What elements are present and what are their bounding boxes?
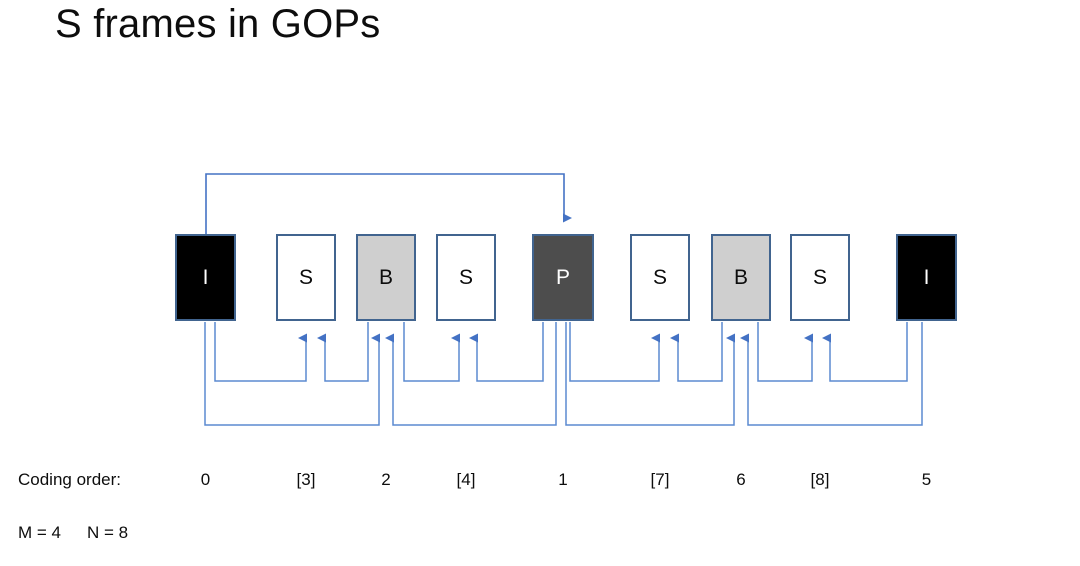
frame-label: P bbox=[555, 266, 570, 289]
arrow-group-forward-prediction bbox=[205, 173, 572, 236]
arrow-b2-to-s1 bbox=[317, 322, 369, 382]
frame-box-6-b[interactable]: B bbox=[711, 234, 771, 321]
coding-order-value-3: [4] bbox=[456, 470, 476, 489]
coding-order-value-2: 2 bbox=[381, 470, 391, 489]
arrow-i8-to-b6 bbox=[740, 322, 923, 426]
frame-label: B bbox=[378, 266, 393, 289]
n-value: N = 8 bbox=[87, 523, 129, 542]
coding-order-value-5: [7] bbox=[650, 470, 670, 489]
frame-box-5-s[interactable]: S bbox=[630, 234, 690, 321]
frame-box-7-s[interactable]: S bbox=[790, 234, 850, 321]
coding-order-value-6: 6 bbox=[736, 470, 746, 489]
frame-box-3-s[interactable]: S bbox=[436, 234, 496, 321]
coding-order-row: Coding order: 0 [3] 2 [4] 1 [7] 6 [8] 5 bbox=[0, 470, 1080, 496]
arrow-group-long-references bbox=[204, 322, 923, 426]
coding-order-label: Coding order: bbox=[18, 470, 122, 489]
frame-box-8-i[interactable]: I bbox=[896, 234, 957, 321]
frame-label: I bbox=[202, 266, 209, 289]
gop-parameters: M = 4 N = 8 bbox=[18, 523, 128, 543]
coding-order-value-8: 5 bbox=[921, 470, 932, 489]
arrow-i0-to-b2 bbox=[204, 322, 380, 426]
frame-label: S bbox=[652, 266, 667, 289]
coding-order-value-4: 1 bbox=[558, 470, 568, 489]
arrow-p4-to-b2 bbox=[385, 322, 557, 426]
m-value: M = 4 bbox=[18, 523, 61, 542]
arrow-b6-to-s7 bbox=[757, 322, 813, 382]
arrow-p4-to-s3 bbox=[469, 322, 544, 382]
coding-order-value-0: 0 bbox=[200, 470, 211, 489]
frame-label: B bbox=[733, 266, 748, 289]
arrow-group-short-references bbox=[214, 322, 908, 382]
coding-order-value-7: [8] bbox=[810, 470, 830, 489]
arrow-p4-to-b6 bbox=[565, 322, 735, 426]
arrow-b2-to-s3 bbox=[403, 322, 460, 382]
frame-label: I bbox=[923, 266, 930, 289]
arrow-i0-to-s1 bbox=[214, 322, 307, 382]
frame-box-1-s[interactable]: S bbox=[276, 234, 336, 321]
arrow-i0-to-p4 bbox=[205, 173, 572, 236]
frame-box-2-b[interactable]: B bbox=[356, 234, 416, 321]
frame-label: S bbox=[298, 266, 313, 289]
coding-order-value-1: [3] bbox=[296, 470, 316, 489]
frame-label: S bbox=[812, 266, 827, 289]
page-title: S frames in GOPs bbox=[55, 2, 381, 46]
arrow-p4-to-s5 bbox=[569, 322, 660, 382]
frame-box-0-i[interactable]: I bbox=[175, 234, 236, 321]
frame-label: S bbox=[458, 266, 473, 289]
frame-box-4-p[interactable]: P bbox=[532, 234, 594, 321]
arrow-b6-to-s5 bbox=[670, 322, 723, 382]
arrow-i8-to-s7 bbox=[822, 322, 908, 382]
